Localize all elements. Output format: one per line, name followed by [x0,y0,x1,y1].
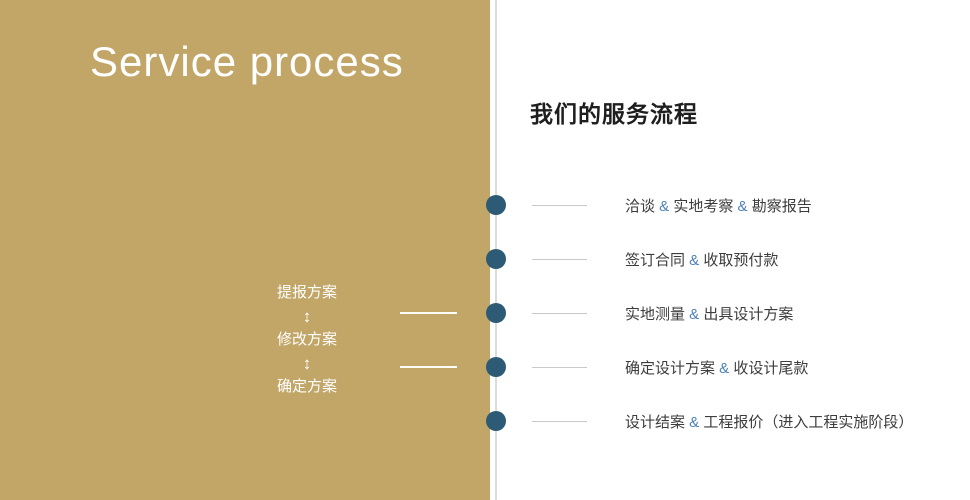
connector-line [400,312,457,314]
step-tick-line [532,312,587,314]
process-step-row: 设计结案 & 工程报价（进入工程实施阶段） [486,394,970,448]
connector-line [400,366,457,368]
ampersand-separator: & [715,359,734,377]
ampersand-separator: & [655,197,674,215]
step-label: 洽谈 & 实地考察 & 勘察报告 [625,197,812,215]
step-label: 实地测量 & 出具设计方案 [625,305,794,323]
steps-list: 洽谈 & 实地考察 & 勘察报告签订合同 & 收取预付款实地测量 & 出具设计方… [486,178,970,448]
ampersand-separator: & [685,305,704,323]
step-tick-line [532,204,587,206]
step-tick-line [532,420,587,422]
timeline-dot [486,357,506,377]
step-tick-line [532,258,587,260]
timeline-dot [486,195,506,215]
ampersand-separator: & [685,251,704,269]
step-label: 确定设计方案 & 收设计尾款 [625,359,809,377]
step-tick-line [532,366,587,368]
timeline-dot [486,303,506,323]
timeline-dot [486,249,506,269]
step-label: 设计结案 & 工程报价（进入工程实施阶段） [625,413,914,431]
process-step-row: 签订合同 & 收取预付款 [486,232,970,286]
process-step-row: 确定设计方案 & 收设计尾款 [486,340,970,394]
process-step-row: 洽谈 & 实地考察 & 勘察报告 [486,178,970,232]
plan-flow: 提报方案 ↕ 修改方案 ↕ 确定方案 [252,283,362,397]
plan-step-confirm: 确定方案 [276,378,337,395]
ampersand-separator: & [733,197,752,215]
plan-step-modify: 修改方案 [276,331,337,348]
process-step-row: 实地测量 & 出具设计方案 [486,286,970,340]
plan-step-submit: 提报方案 [276,284,337,301]
step-label: 签订合同 & 收取预付款 [625,251,779,269]
page-title: Service process [90,38,404,85]
ampersand-separator: & [685,413,704,431]
section-heading: 我们的服务流程 [530,101,698,127]
updown-arrow-icon: ↕ [302,307,312,326]
updown-arrow-icon: ↕ [302,354,312,373]
left-panel-background [0,0,490,500]
timeline-dot [486,411,506,431]
